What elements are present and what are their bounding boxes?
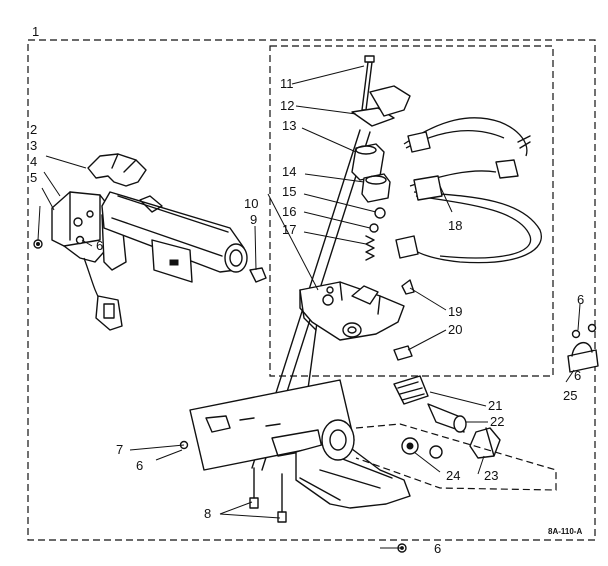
callout-10: 10 bbox=[244, 196, 258, 211]
shaft-21 bbox=[393, 375, 429, 405]
part-16 bbox=[369, 223, 379, 233]
callout-6-bottom: 6 bbox=[434, 541, 441, 556]
callout-6-right-bottom: 6 bbox=[574, 368, 581, 383]
callout-22: 22 bbox=[490, 414, 504, 429]
drive-shaft-tube bbox=[101, 191, 248, 273]
outer-assembly-border bbox=[27, 39, 596, 541]
housing-body bbox=[299, 281, 405, 341]
callout-6-center: 6 bbox=[136, 458, 143, 473]
callout-1: 1 bbox=[32, 24, 39, 39]
callout-8: 8 bbox=[204, 506, 211, 521]
callout-14: 14 bbox=[282, 164, 296, 179]
callout-15: 15 bbox=[282, 184, 296, 199]
callout-7: 7 bbox=[116, 442, 123, 457]
callout-24: 24 bbox=[446, 468, 460, 483]
callout-12: 12 bbox=[280, 98, 294, 113]
callout-23: 23 bbox=[484, 468, 498, 483]
dashed-box-right bbox=[355, 423, 557, 491]
callout-labels: 1 2 3 4 5 6 6 6 6 6 7 8 9 10 11 12 13 14… bbox=[30, 24, 584, 556]
callout-5: 5 bbox=[30, 170, 37, 185]
callout-17: 17 bbox=[282, 222, 296, 237]
callout-6-left: 6 bbox=[96, 238, 103, 253]
cap-23 bbox=[469, 427, 501, 459]
sleeve-22 bbox=[427, 403, 467, 433]
clamp-25 bbox=[567, 323, 599, 373]
callout-2: 2 bbox=[30, 122, 37, 137]
bracket-12 bbox=[351, 85, 411, 127]
callout-11: 11 bbox=[280, 76, 294, 91]
screw-8-left bbox=[249, 467, 259, 509]
callout-21: 21 bbox=[488, 398, 502, 413]
wiring-harness-18 bbox=[395, 117, 542, 264]
callout-16: 16 bbox=[282, 204, 296, 219]
callout-4: 4 bbox=[30, 154, 37, 169]
callout-20: 20 bbox=[448, 322, 462, 337]
screw-6-left bbox=[75, 235, 85, 245]
inner-assembly-border bbox=[269, 45, 554, 377]
label-plate bbox=[151, 239, 193, 283]
part-15 bbox=[374, 207, 386, 219]
callout-19: 19 bbox=[448, 304, 462, 319]
callout-18: 18 bbox=[448, 218, 462, 233]
spring-17 bbox=[365, 235, 375, 261]
callout-9: 9 bbox=[250, 212, 257, 227]
base-bracket bbox=[189, 379, 411, 509]
callout-6-right-top: 6 bbox=[577, 292, 584, 307]
terminal-20 bbox=[393, 345, 413, 361]
callout-3: 3 bbox=[30, 138, 37, 153]
nut-24 bbox=[401, 437, 443, 459]
fan-gear bbox=[87, 153, 147, 187]
leader-lines bbox=[37, 65, 581, 549]
screw-11 bbox=[361, 55, 375, 111]
wire-lead-left bbox=[83, 257, 123, 331]
switch-13 bbox=[351, 143, 385, 181]
clip-19 bbox=[401, 279, 415, 295]
nut-9 bbox=[249, 267, 267, 283]
callout-25: 25 bbox=[563, 388, 577, 403]
screw-8-right bbox=[277, 473, 287, 523]
callout-13: 13 bbox=[282, 118, 296, 133]
drawing-code: 8A-110-A bbox=[548, 527, 582, 536]
switch-14 bbox=[361, 173, 391, 203]
screw-left bbox=[33, 239, 43, 249]
